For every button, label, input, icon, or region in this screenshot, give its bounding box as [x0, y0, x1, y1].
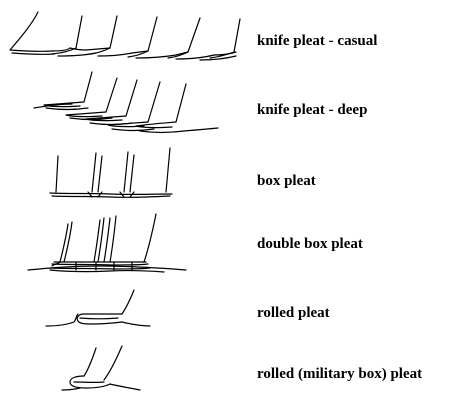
label-rolled-military-box-pleat: rolled (military box) pleat: [257, 366, 423, 382]
label-double-box-pleat: double box pleat: [257, 236, 363, 252]
label-knife-pleat-deep: knife pleat - deep: [257, 102, 368, 118]
box-pleat-sketch: [49, 147, 173, 199]
label-knife-pleat-casual: knife pleat - casual: [257, 33, 378, 49]
knife-pleat-deep-sketch: [33, 71, 219, 134]
label-box-pleat: box pleat: [257, 173, 316, 189]
label-rolled-pleat: rolled pleat: [257, 305, 330, 321]
double-box-pleat-sketch: [27, 213, 187, 273]
knife-pleat-casual-sketch: [9, 11, 241, 61]
rolled-military-box-pleat-sketch: [61, 345, 141, 391]
rolled-pleat-sketch: [45, 289, 151, 327]
